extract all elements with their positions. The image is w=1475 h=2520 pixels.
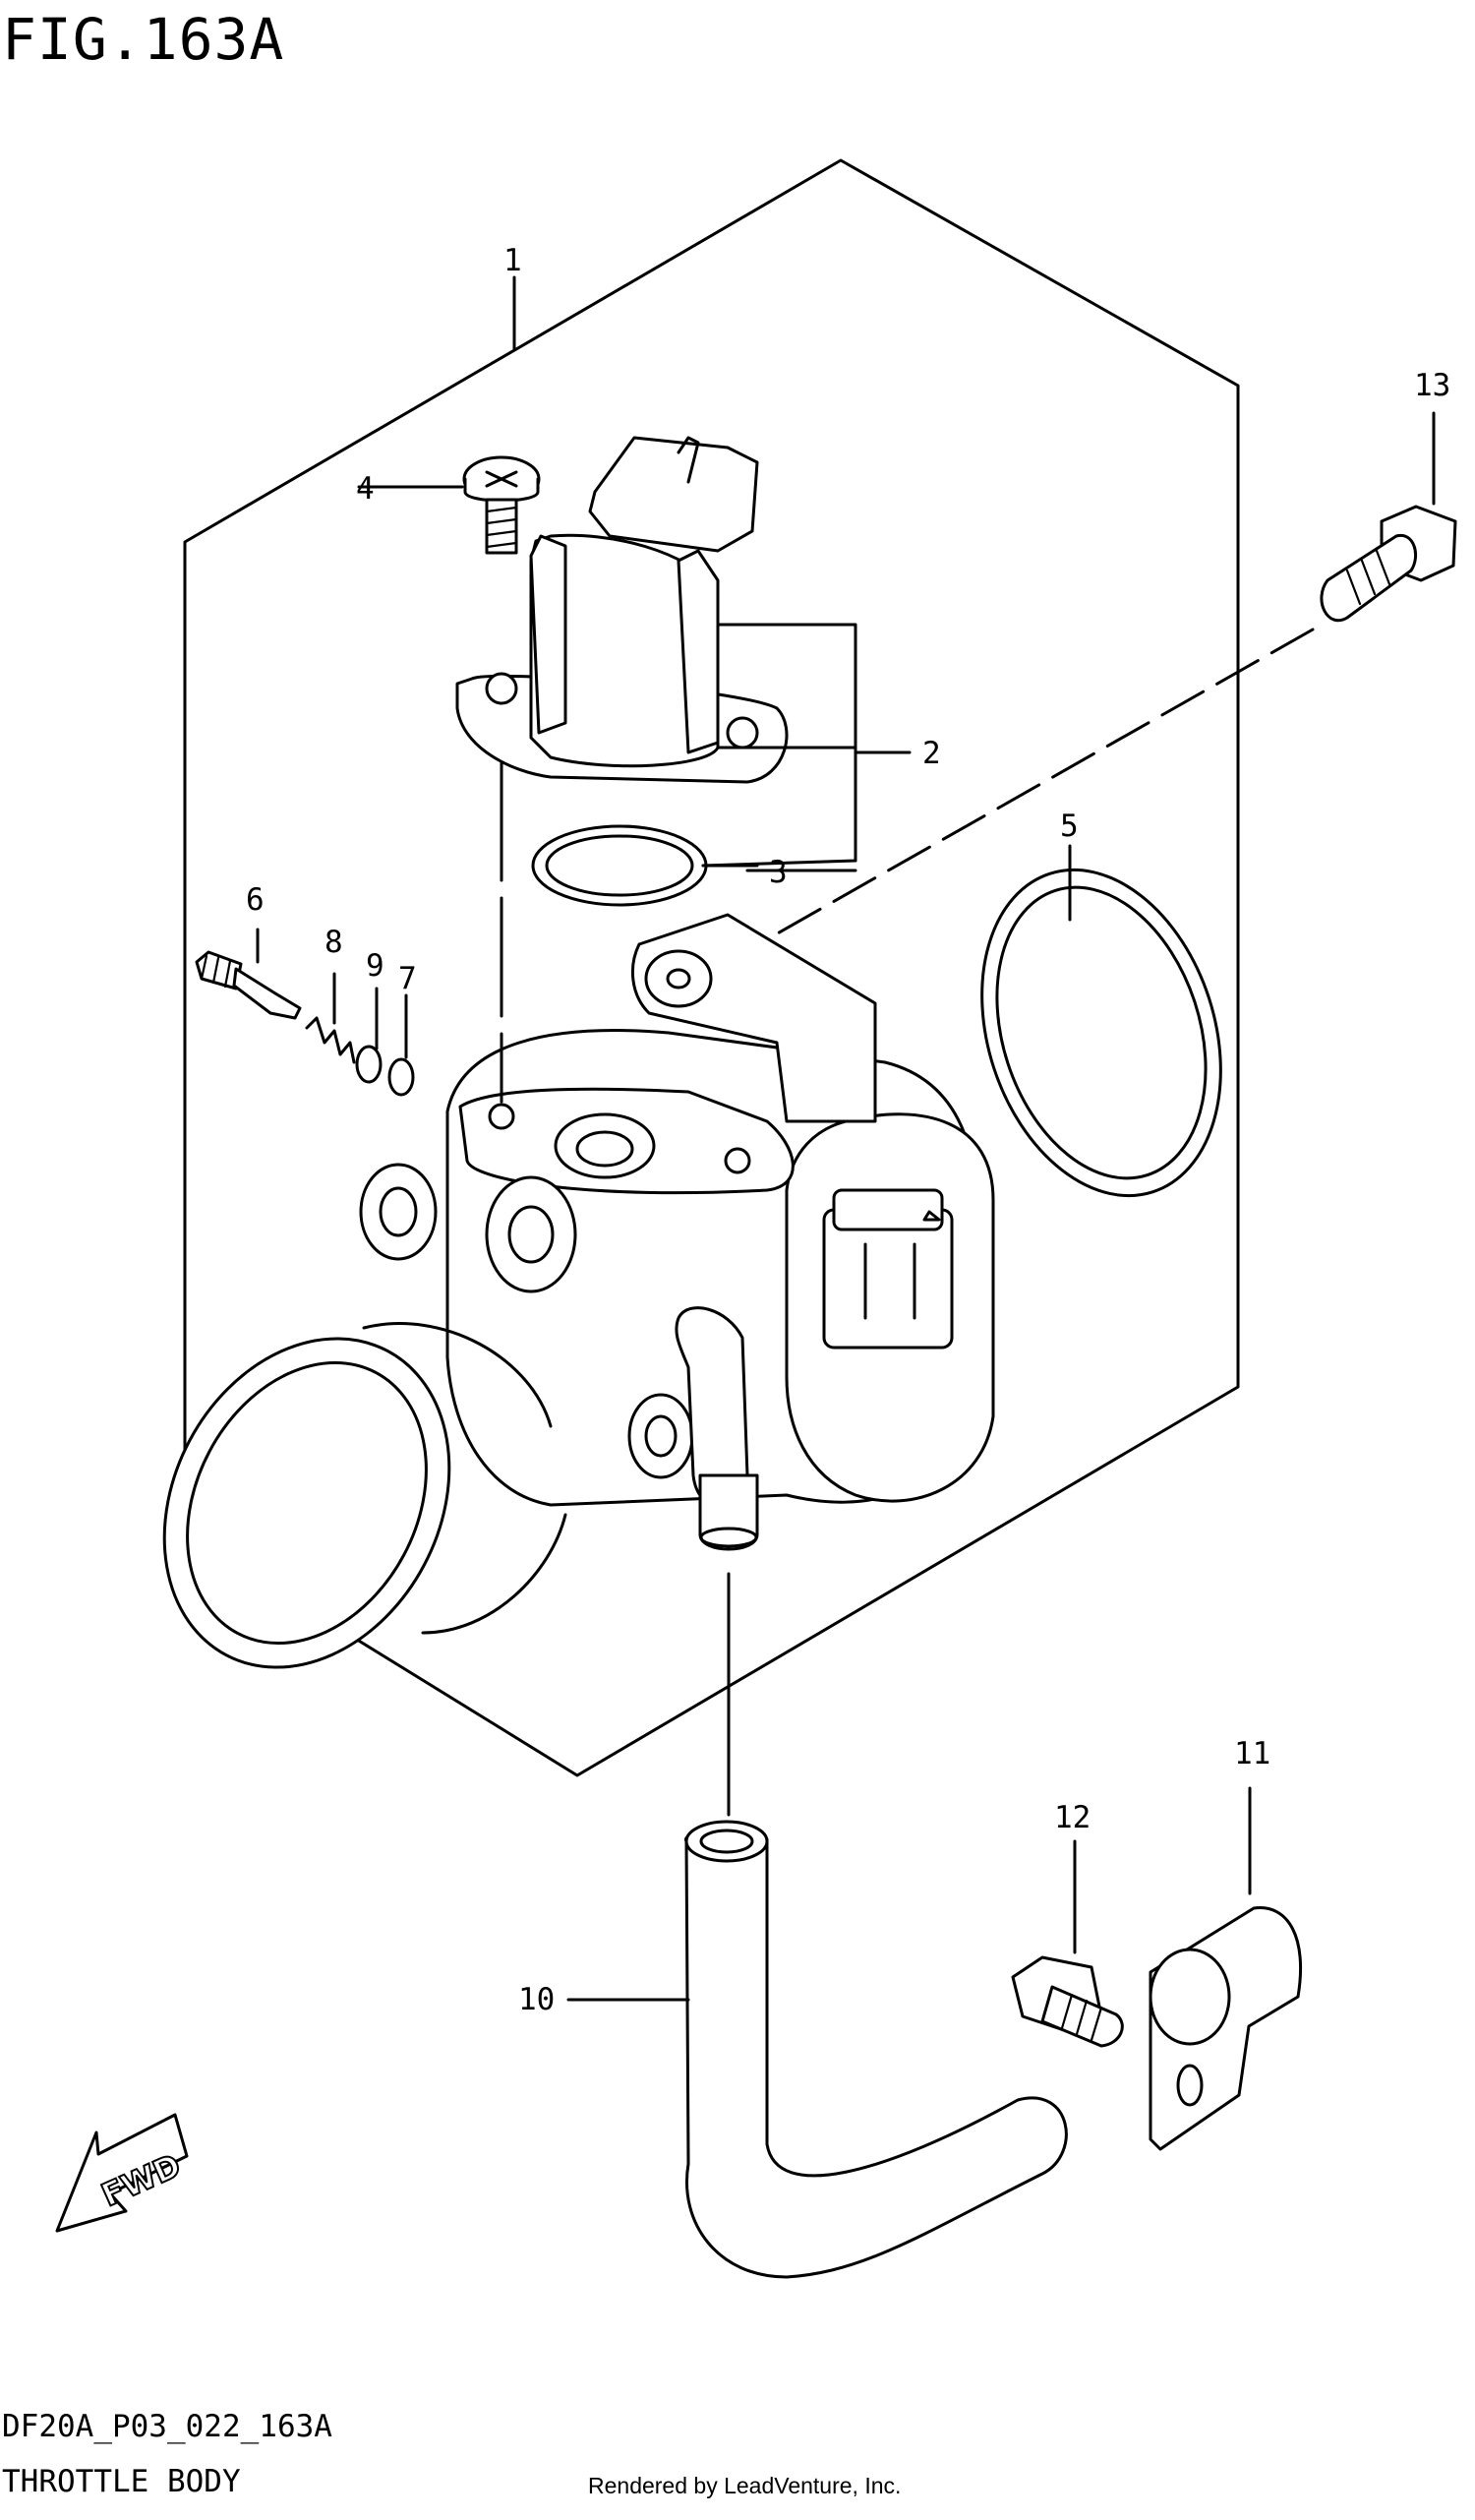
- part-seal[interactable]: [387, 1057, 415, 1097]
- leader-lines: [256, 275, 1436, 2002]
- part-o-ring-small[interactable]: [531, 824, 708, 907]
- part-spring[interactable]: [305, 1016, 356, 1064]
- part-bolt-small[interactable]: [1011, 1955, 1124, 2048]
- part-throttle-body[interactable]: [109, 913, 995, 1717]
- callout-8: 8: [324, 925, 343, 960]
- part-clamp[interactable]: [1149, 1906, 1303, 2151]
- callout-10: 10: [518, 1982, 555, 2017]
- part-hose[interactable]: [684, 1820, 1068, 2279]
- callout-11: 11: [1234, 1736, 1270, 1771]
- part-washer[interactable]: [355, 1045, 383, 1084]
- callout-9: 9: [366, 948, 384, 984]
- callout-4: 4: [356, 471, 375, 507]
- callout-3: 3: [769, 855, 788, 890]
- callout-12: 12: [1054, 1800, 1091, 1835]
- forward-arrow: FWD: [55, 2113, 189, 2233]
- callout-13: 13: [1414, 368, 1450, 403]
- part-bolt-large[interactable]: [1320, 505, 1457, 623]
- callout-1: 1: [503, 243, 522, 278]
- callout-6: 6: [246, 882, 265, 918]
- render-credit: Rendered by LeadVenture, Inc.: [588, 2473, 902, 2498]
- figure-title: FIG.163A: [2, 6, 285, 73]
- figure-name: THROTTLE BODY: [2, 2464, 241, 2499]
- part-throttle-sensor[interactable]: [455, 436, 789, 784]
- callout-7: 7: [398, 961, 417, 996]
- part-screw[interactable]: [462, 455, 541, 555]
- part-adjust-screw[interactable]: [195, 950, 302, 1020]
- callout-2: 2: [922, 736, 941, 771]
- assembly-boundary: [183, 158, 1240, 1777]
- figure-code: DF20A_P03_022_163A: [2, 2409, 332, 2444]
- part-o-ring-large[interactable]: [942, 839, 1261, 1227]
- callout-5: 5: [1060, 809, 1079, 844]
